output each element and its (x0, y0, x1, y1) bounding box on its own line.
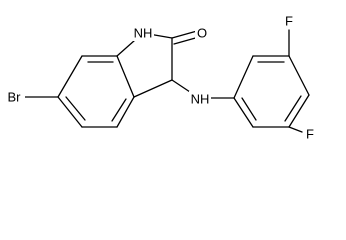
atom-label-fluorine-top: F (285, 14, 293, 29)
bond-c5-c6 (57, 96, 83, 128)
atom-label-nh-amine: NH (191, 92, 210, 107)
atom-labels: NH O Br NH F F (3, 14, 317, 142)
bonds (23, 29, 310, 133)
bond-c5-c6-inner (65, 96, 86, 121)
bond-c4p-c5p-inner (284, 95, 302, 122)
bond-c3a-c4-inner (111, 98, 127, 122)
bond-c3p-c4p (288, 55, 310, 96)
bond-c2-o-1 (171, 30, 198, 39)
bond-c6p-c1p-inner (241, 97, 257, 121)
atom-label-bromine: Br (8, 90, 22, 105)
bond-c4p-c5p (288, 94, 310, 128)
atom-label-fluorine-bottom: F (306, 127, 314, 142)
bond-c6p-c1p (233, 97, 254, 128)
bond-c3-c3a (133, 79, 173, 98)
bond-c1p-c2p (233, 55, 254, 99)
bond-c3a-c4 (116, 96, 135, 128)
bond-c7a-c3a (116, 55, 135, 98)
atom-label-nh-ring: NH (134, 26, 153, 41)
atom-label-oxygen: O (197, 26, 207, 41)
chemical-structure: NH O Br NH F F (3, 13, 317, 142)
bond-c2-o-2 (173, 36, 200, 45)
bond-c5p-f2 (288, 126, 303, 133)
bond-c6-c7 (57, 55, 83, 98)
